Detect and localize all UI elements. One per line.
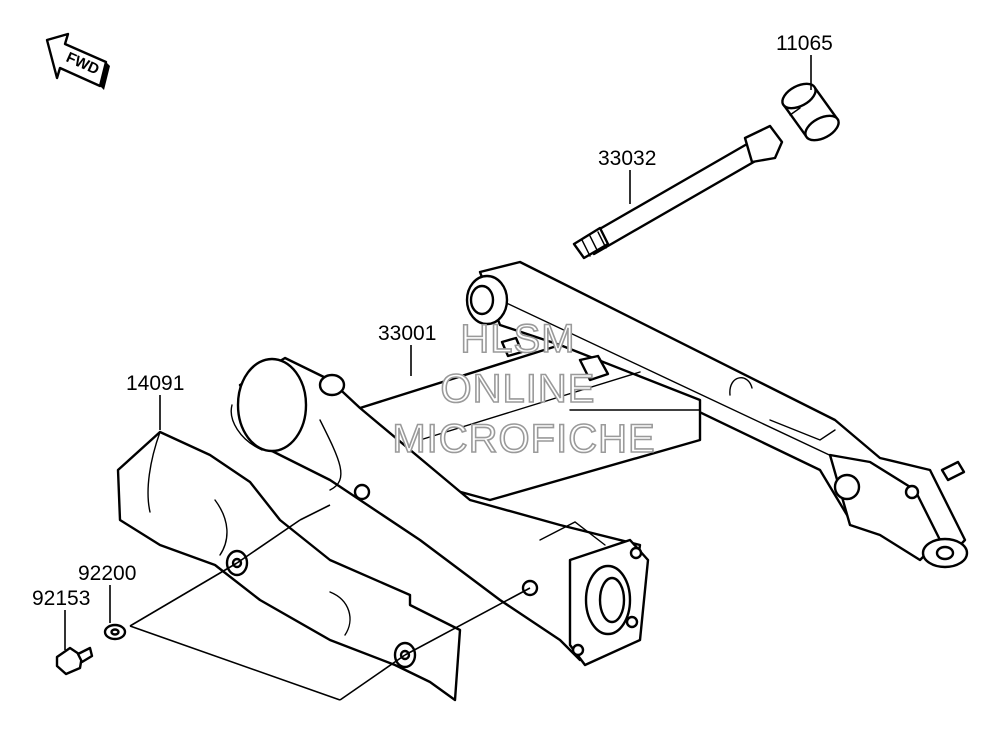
- part-label-92153: 92153: [32, 587, 90, 610]
- washer: [103, 623, 127, 641]
- swing-arm: [230, 260, 969, 667]
- pivot-cap: [781, 82, 840, 142]
- bolt: [55, 646, 94, 676]
- part-label-11065: 11065: [776, 32, 833, 55]
- leader-lines: [64, 55, 812, 701]
- watermark-line-1: HLSM: [460, 317, 575, 361]
- part-label-14091: 14091: [126, 372, 184, 395]
- watermark: HLSM ONLINE MICROFICHE: [392, 316, 656, 462]
- part-label-33032: 33032: [598, 147, 656, 170]
- watermark-line-2: ONLINE: [441, 367, 596, 411]
- watermark-line-3: MICROFICHE: [392, 417, 655, 461]
- part-label-33001: 33001: [378, 322, 436, 345]
- fwd-arrow-icon: FWD: [45, 32, 110, 90]
- pivot-shaft: [572, 124, 784, 260]
- part-label-92200: 92200: [78, 562, 136, 585]
